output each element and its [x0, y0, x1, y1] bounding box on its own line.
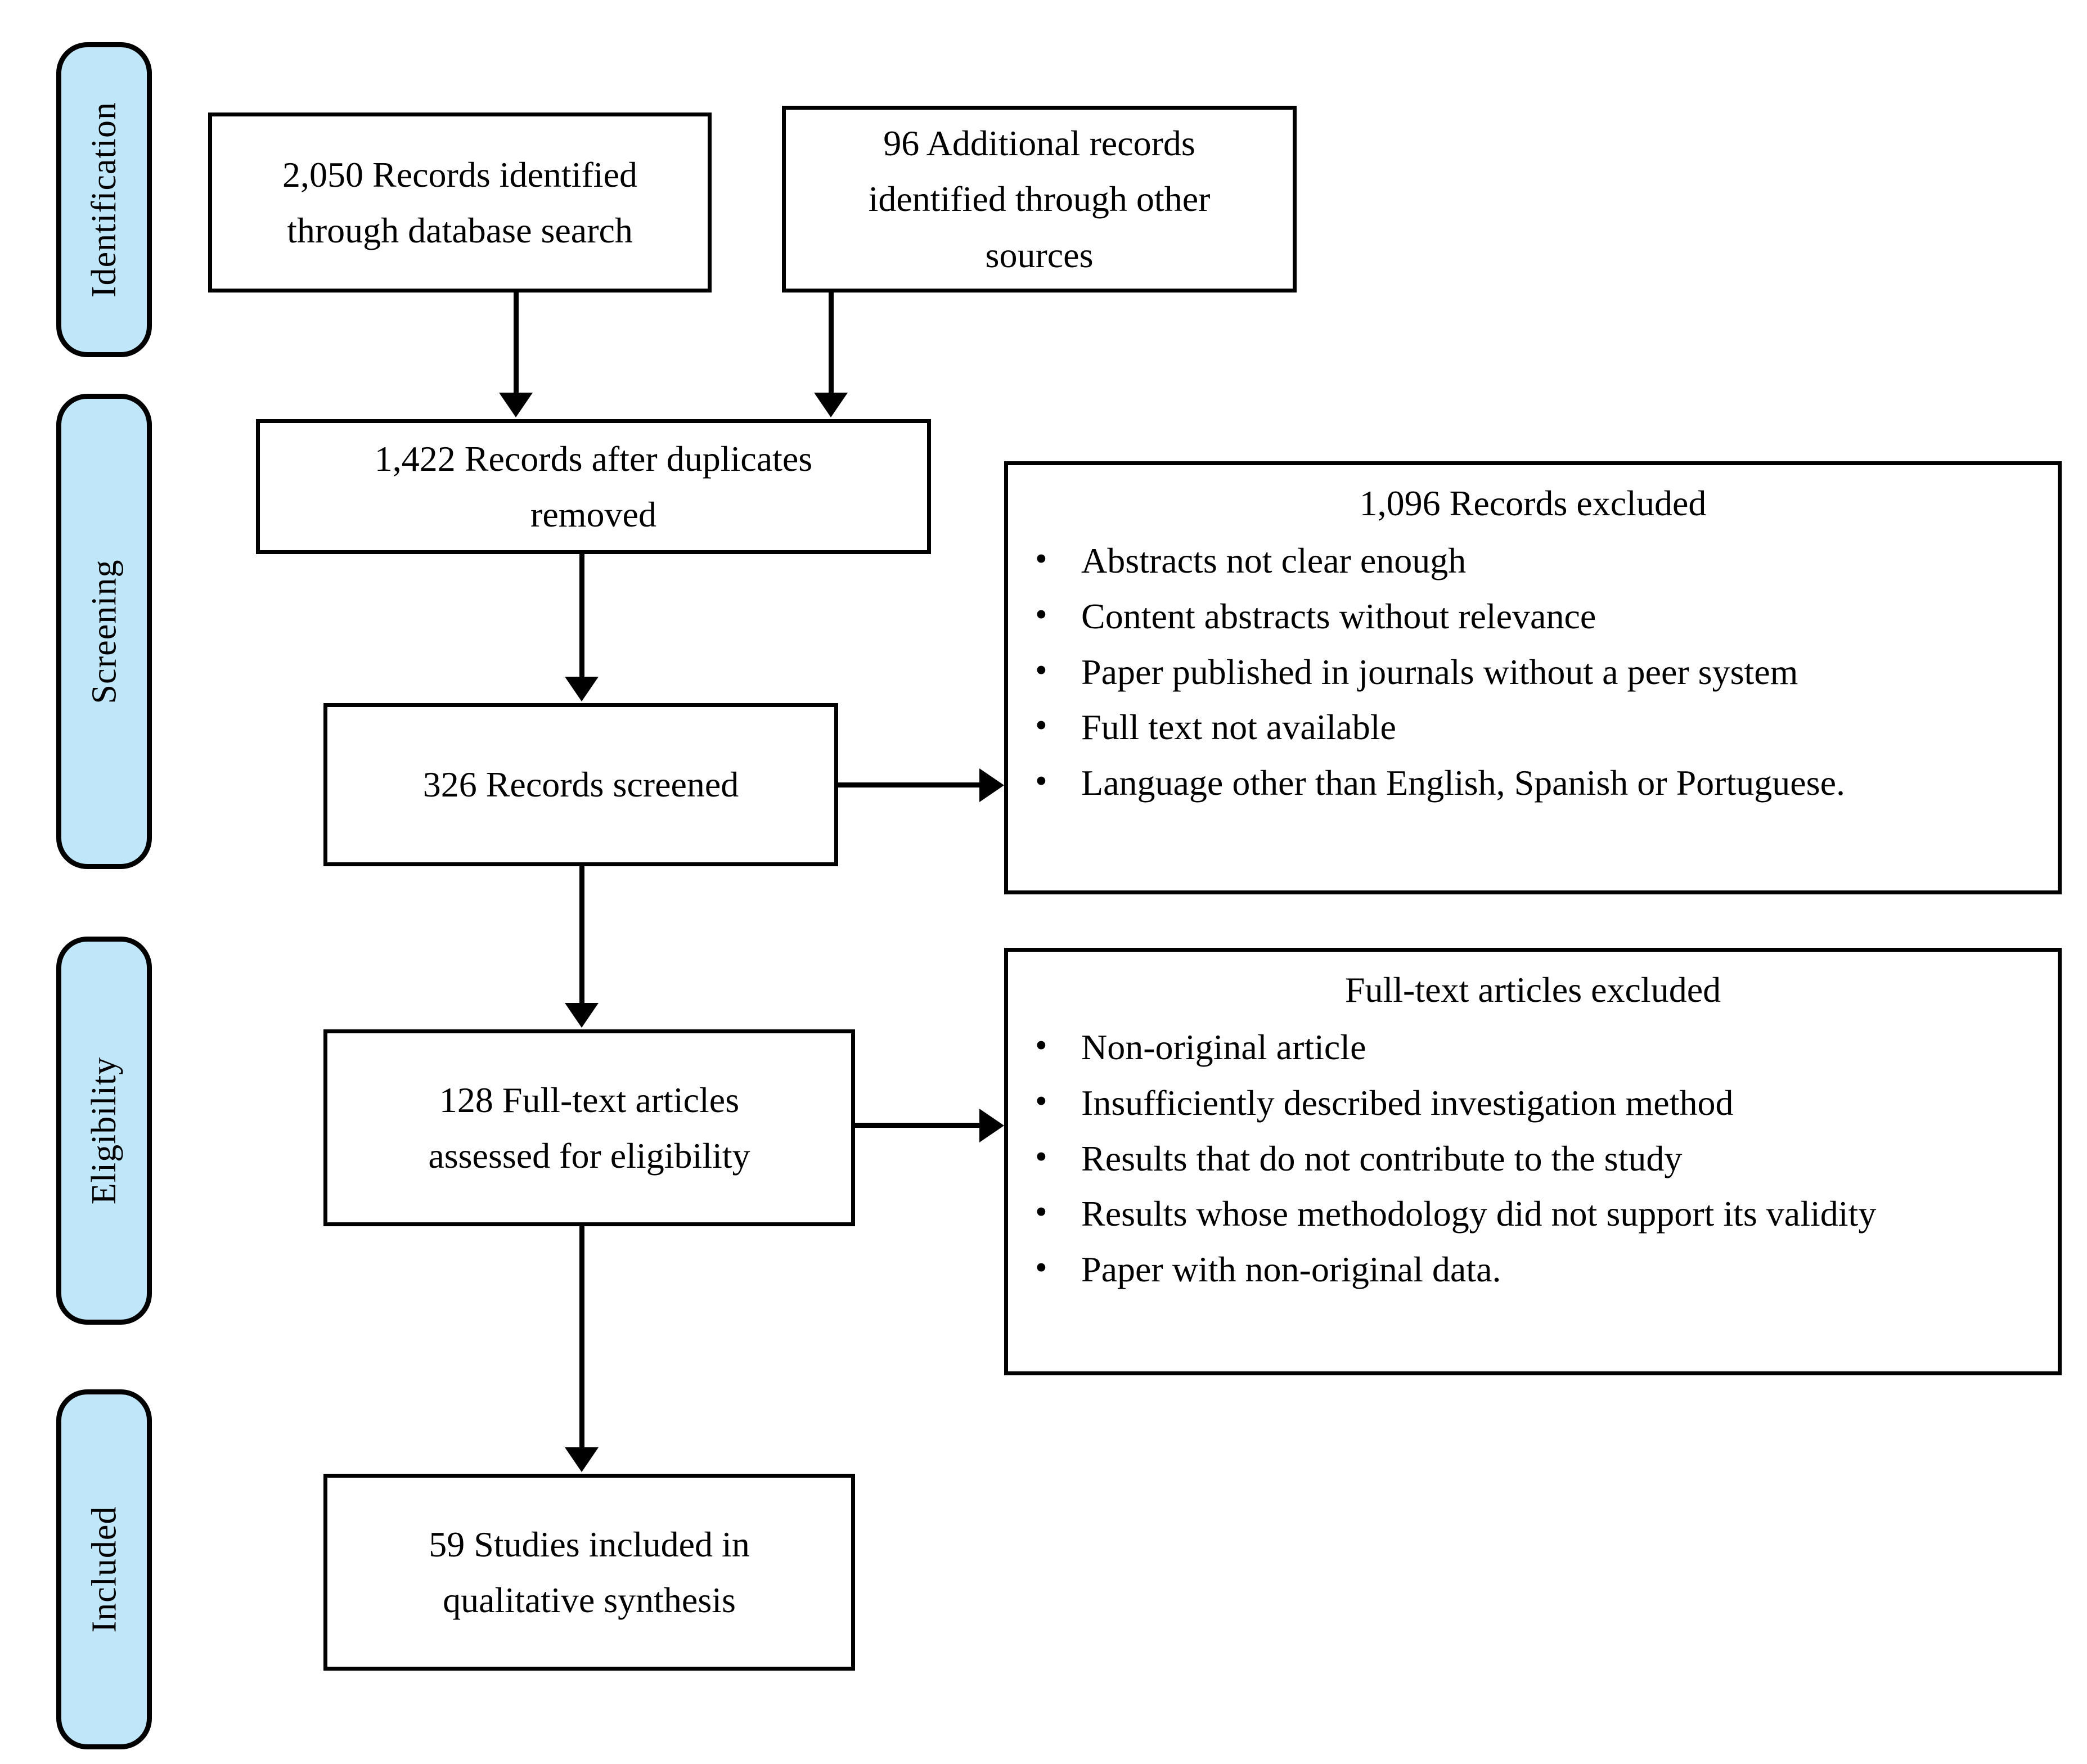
list-item: Content abstracts without relevance: [1023, 590, 2043, 642]
arrow-fulltext-to-included: [565, 1447, 599, 1472]
list-item: Non-original article: [1023, 1021, 2043, 1073]
list-item: Results whose methodology did not suppor…: [1023, 1187, 2043, 1240]
list-item: Paper published in journals without a pe…: [1023, 646, 2043, 698]
arrow-other-to-duplicates: [814, 393, 848, 417]
box-database-search-line2: through database search: [287, 210, 633, 250]
list-item: Insufficiently described investigation m…: [1023, 1077, 2043, 1129]
box-other-sources-line2: identified through other: [868, 179, 1211, 219]
records-excluded-list: Abstracts not clear enough Content abstr…: [1023, 534, 2043, 809]
box-records-excluded: 1,096 Records excluded Abstracts not cle…: [1004, 461, 2062, 894]
box-other-sources-line3: sources: [985, 235, 1094, 275]
box-records-screened-text: 326 Records screened: [408, 757, 754, 812]
stage-tab-screening: Screening: [56, 394, 152, 869]
box-duplicates-removed: 1,422 Records after duplicates removed: [256, 419, 931, 554]
box-fulltext-assessed-text: 128 Full-text articles assessed for elig…: [413, 1072, 764, 1184]
box-records-screened-line1: 326 Records screened: [422, 764, 739, 805]
list-item: Abstracts not clear enough: [1023, 534, 2043, 587]
box-records-screened: 326 Records screened: [323, 703, 838, 866]
box-fulltext-excluded: Full-text articles excluded Non-original…: [1004, 948, 2062, 1375]
stage-tab-eligibility: Eligibility: [56, 937, 152, 1325]
box-other-sources-text: 96 Additional records identified through…: [854, 115, 1225, 283]
box-records-excluded-title: 1,096 Records excluded: [1359, 483, 1707, 523]
stage-tab-included: Included: [56, 1389, 152, 1749]
box-fulltext-excluded-title: Full-text articles excluded: [1344, 970, 1721, 1010]
arrow-screened-to-excluded: [979, 768, 1004, 802]
arrow-database-to-duplicates: [499, 393, 533, 417]
box-database-search-line1: 2,050 Records identified: [282, 154, 637, 195]
box-duplicates-removed-line1: 1,422 Records after duplicates: [374, 438, 813, 479]
connector-database-to-duplicates: [514, 292, 519, 394]
connector-screened-to-excluded: [838, 782, 982, 788]
box-other-sources: 96 Additional records identified through…: [782, 106, 1297, 292]
arrow-screened-to-fulltext: [565, 1003, 599, 1028]
list-item: Language other than English, Spanish or …: [1023, 757, 2043, 809]
box-studies-included: 59 Studies included in qualitative synth…: [323, 1474, 855, 1671]
list-item: Paper with non-original data.: [1023, 1243, 2043, 1295]
box-database-search: 2,050 Records identified through databas…: [208, 112, 712, 292]
box-other-sources-line1: 96 Additional records: [883, 123, 1195, 164]
connector-fulltext-to-excluded: [855, 1123, 982, 1128]
connector-other-to-duplicates: [829, 292, 834, 394]
box-studies-included-text: 59 Studies included in qualitative synth…: [414, 1516, 764, 1628]
connector-duplicates-to-screened: [579, 554, 584, 678]
stage-tab-identification: Identification: [56, 42, 152, 357]
stage-tab-screening-label: Screening: [85, 559, 124, 704]
fulltext-excluded-list: Non-original article Insufficiently desc…: [1023, 1021, 2043, 1295]
box-fulltext-assessed-line2: assessed for eligibility: [428, 1136, 750, 1176]
list-item: Full text not available: [1023, 701, 2043, 753]
box-duplicates-removed-text: 1,422 Records after duplicates removed: [360, 431, 827, 542]
box-database-search-text: 2,050 Records identified through databas…: [268, 147, 652, 258]
box-fulltext-assessed-line1: 128 Full-text articles: [439, 1079, 740, 1120]
arrow-fulltext-to-excluded: [979, 1109, 1004, 1142]
box-studies-included-line1: 59 Studies included in: [429, 1524, 750, 1564]
box-fulltext-assessed: 128 Full-text articles assessed for elig…: [323, 1029, 855, 1226]
connector-fulltext-to-included: [579, 1226, 584, 1448]
stage-tab-included-label: Included: [85, 1506, 124, 1633]
stage-tab-eligibility-label: Eligibility: [85, 1056, 124, 1205]
box-studies-included-line2: qualitative synthesis: [443, 1580, 736, 1620]
box-duplicates-removed-line2: removed: [530, 494, 656, 534]
connector-screened-to-fulltext: [579, 866, 584, 1004]
stage-tab-identification-label: Identification: [85, 102, 124, 298]
arrow-duplicates-to-screened: [565, 677, 599, 701]
list-item: Results that do not contribute to the st…: [1023, 1132, 2043, 1185]
